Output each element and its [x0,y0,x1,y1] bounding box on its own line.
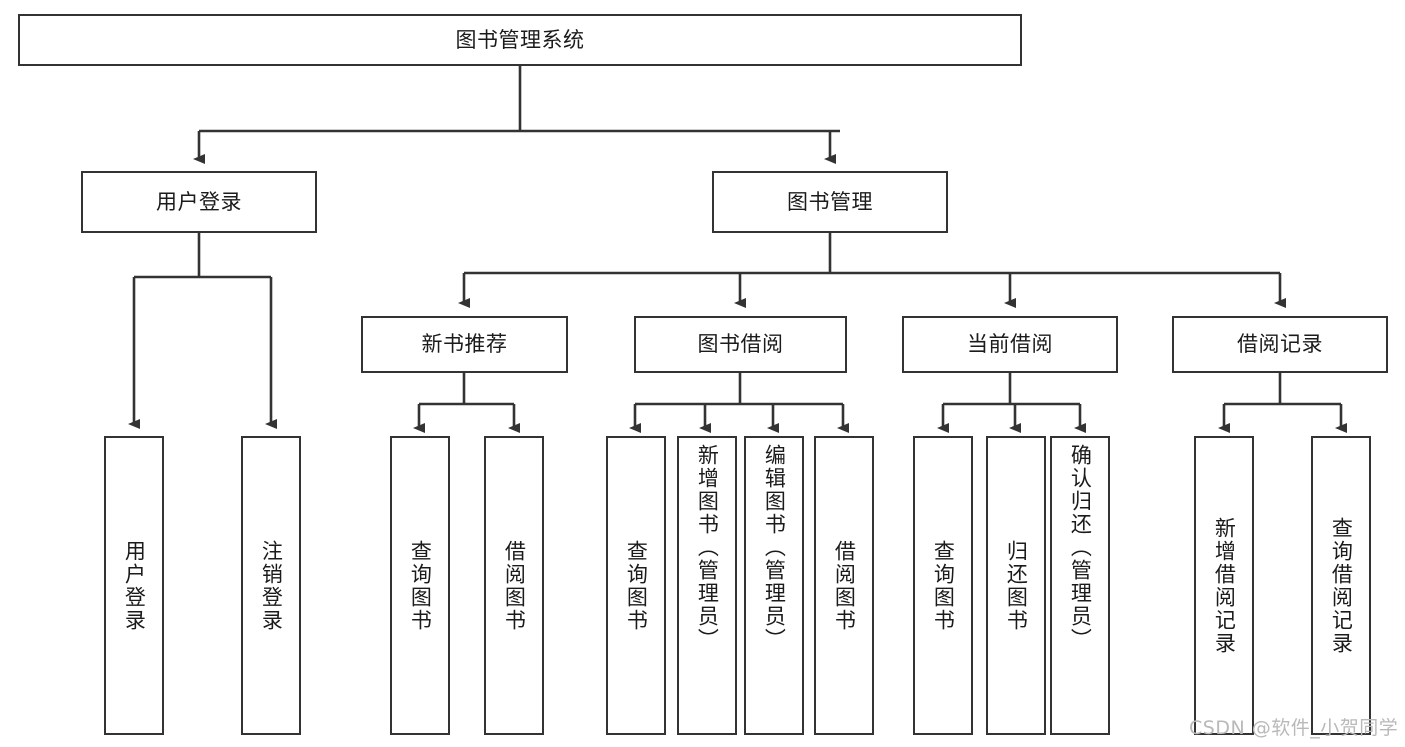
leaf-label: 查询图书 [408,539,433,632]
node-label: 图书借阅 [697,332,784,357]
leaf-label: 新增借阅记录 [1212,516,1237,655]
leaf-label: 注销登录 [259,539,284,632]
node-label: 借阅记录 [1237,332,1323,357]
leaf-logout[interactable]: 注销登录 [241,436,301,735]
leaf-confirm-return-admin[interactable]: 确认归还（管理员） [1050,436,1110,735]
leaf-edit-book-admin[interactable]: 编辑图书（管理员） [744,436,804,735]
leaf-query-book-borrow[interactable]: 查询图书 [606,436,666,735]
leaf-borrow-book-recommend[interactable]: 借阅图书 [484,436,544,735]
leaf-label: 新增图书（管理员） [695,444,720,651]
leaf-label: 归还图书 [1004,539,1029,632]
node-label: 用户登录 [156,189,242,214]
node-label: 图书管理系统 [455,27,585,52]
leaf-label: 借阅图书 [502,539,527,632]
node-label: 图书管理 [787,189,873,214]
leaf-add-book-admin[interactable]: 新增图书（管理员） [677,436,737,735]
node-book-manage[interactable]: 图书管理 [712,171,948,233]
leaf-label: 用户登录 [122,539,147,632]
leaf-user-login[interactable]: 用户登录 [104,436,164,735]
leaf-label: 查询借阅记录 [1329,516,1354,655]
leaf-return-book[interactable]: 归还图书 [986,436,1046,735]
node-borrow-record[interactable]: 借阅记录 [1172,316,1388,373]
csdn-watermark: CSDN @软件_小贺同学 [1189,717,1399,739]
node-user-login[interactable]: 用户登录 [81,171,317,233]
node-label: 新书推荐 [421,332,508,357]
leaf-label: 确认归还（管理员） [1068,444,1093,651]
leaf-add-borrow-record[interactable]: 新增借阅记录 [1194,436,1254,735]
node-label: 当前借阅 [967,332,1053,357]
leaf-label: 编辑图书（管理员） [762,444,787,651]
leaf-query-book-recommend[interactable]: 查询图书 [390,436,450,735]
leaf-label: 查询图书 [624,539,649,632]
leaf-query-borrow-record[interactable]: 查询借阅记录 [1311,436,1371,735]
leaf-label: 查询图书 [931,539,956,632]
node-root-system[interactable]: 图书管理系统 [18,14,1022,66]
leaf-borrow-book[interactable]: 借阅图书 [814,436,874,735]
node-book-borrow[interactable]: 图书借阅 [634,316,847,373]
node-new-book-recommend[interactable]: 新书推荐 [361,316,568,373]
leaf-query-book-current[interactable]: 查询图书 [913,436,973,735]
node-current-borrow[interactable]: 当前借阅 [902,316,1118,373]
leaf-label: 借阅图书 [832,539,857,632]
